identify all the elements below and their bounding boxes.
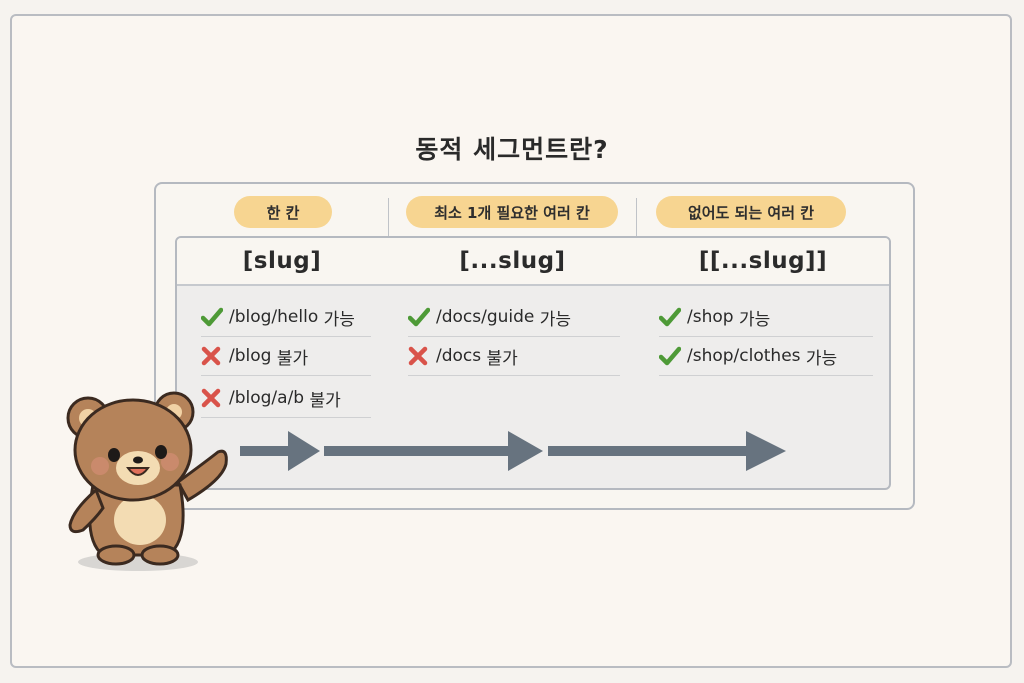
x-icon <box>408 346 430 366</box>
example-path: /shop <box>687 307 734 327</box>
example-row: /docs 불가 <box>408 337 620 376</box>
example-path: /docs <box>436 346 482 366</box>
example-row: /docs/guide 가능 <box>408 298 620 337</box>
page-title: 동적 세그먼트란? <box>415 135 609 164</box>
example-row: /blog 불가 <box>201 337 371 376</box>
badge-catch-all: 최소 1개 필요한 여러 칸 <box>406 196 618 228</box>
check-icon <box>659 307 681 327</box>
example-path: /docs/guide <box>436 307 535 327</box>
flow-arrows <box>240 431 786 471</box>
pattern-optional-catch-all: [[...slug]] <box>698 248 828 274</box>
badge-optional-catch-all: 없어도 되는 여러 칸 <box>656 196 846 228</box>
example-row: /shop 가능 <box>659 298 873 337</box>
check-icon <box>659 346 681 366</box>
example-path: /blog/hello <box>229 307 319 327</box>
table-header-row <box>177 238 889 286</box>
pattern-slug: [slug] <box>242 248 322 274</box>
example-row: /blog/a/b 불가 <box>201 379 371 418</box>
example-result: 가능 <box>805 348 838 369</box>
check-icon <box>201 307 223 327</box>
example-result: 불가 <box>276 348 309 369</box>
bear-mascot-icon <box>66 391 228 571</box>
example-result: 가능 <box>323 309 355 330</box>
example-result: 가능 <box>738 309 771 330</box>
example-path: /blog <box>229 346 272 366</box>
badge-single-segment: 한 칸 <box>234 196 332 228</box>
check-icon <box>408 307 430 327</box>
example-row: /blog/hello 가능 <box>201 298 371 337</box>
example-path: /blog/a/b <box>229 388 305 408</box>
example-result: 가능 <box>539 309 572 330</box>
example-result: 불가 <box>309 390 341 411</box>
example-path: /shop/clothes <box>687 346 801 366</box>
example-result: 불가 <box>486 348 518 369</box>
x-icon <box>201 388 223 408</box>
example-row: /shop/clothes 가능 <box>659 337 873 376</box>
x-icon <box>201 346 223 366</box>
pattern-catch-all: [...slug] <box>459 248 566 274</box>
